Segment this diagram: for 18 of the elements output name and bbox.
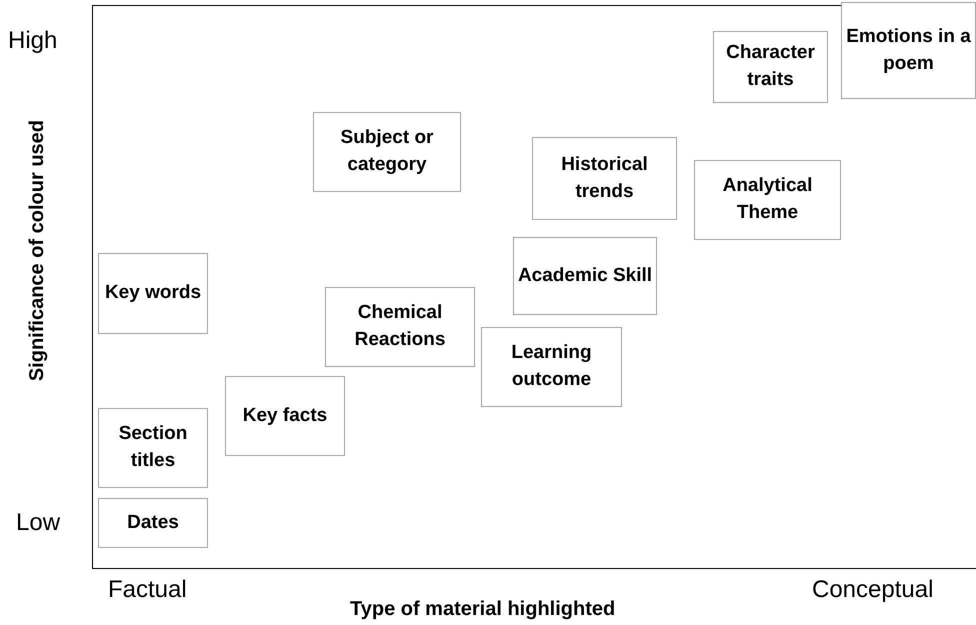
text-box: Dates xyxy=(98,498,208,548)
text-box: Key facts xyxy=(225,376,345,456)
text-box: Chemical Reactions xyxy=(325,287,475,367)
text-box: Emotions in a poem xyxy=(841,2,976,99)
axis-title: Type of material highlighted xyxy=(350,598,616,621)
axis-tick-label: Conceptual xyxy=(812,576,934,604)
text-box: Section titles xyxy=(98,408,208,488)
text-box: Analytical Theme xyxy=(694,160,841,240)
text-box: Academic Skill xyxy=(513,237,657,315)
text-box: Key words xyxy=(98,253,208,334)
text-box: Learning outcome xyxy=(481,327,622,407)
axis-tick-label: Low xyxy=(16,509,60,537)
text-box: Subject or category xyxy=(313,112,461,192)
text-box: Character traits xyxy=(713,31,828,103)
text-box: Historical trends xyxy=(532,137,677,220)
axis-tick-label: Factual xyxy=(108,576,187,604)
axis-tick-label: High xyxy=(8,27,58,55)
axis-title: Significance of colour used xyxy=(26,120,49,382)
